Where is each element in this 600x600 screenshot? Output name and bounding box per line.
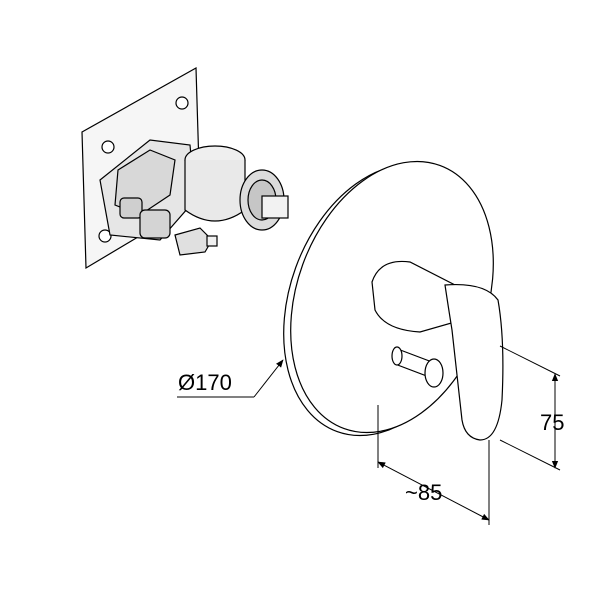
handle-lever (444, 283, 504, 441)
diverter-knob (391, 346, 444, 388)
dimension-height (499, 345, 561, 471)
rough-in-valve-body (81, 66, 289, 270)
depth-label: ~85 (405, 480, 442, 505)
height-label: 75 (540, 410, 564, 435)
diverter-cap (424, 358, 444, 388)
dimension-depth (377, 405, 490, 525)
mount-hole (98, 229, 112, 243)
lever-handle (371, 260, 504, 441)
mount-hole (175, 96, 189, 110)
diameter-label: Ø170 (178, 370, 232, 395)
mount-hole (101, 140, 115, 154)
spindle (261, 195, 289, 219)
cartridge-body (184, 160, 246, 222)
dimension-diameter (177, 359, 284, 398)
